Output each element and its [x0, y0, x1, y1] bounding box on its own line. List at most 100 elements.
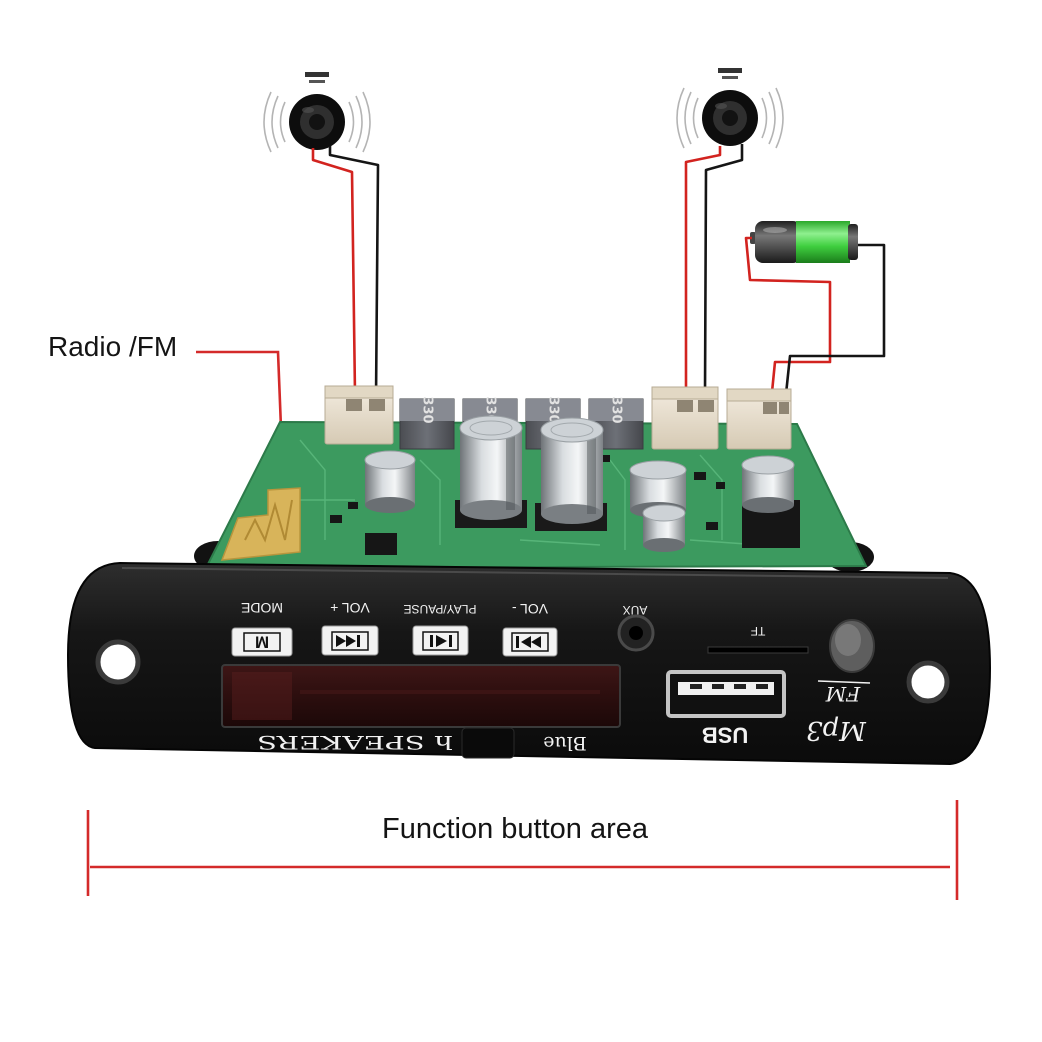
capacitor-body: [541, 430, 603, 514]
usb-port: [666, 670, 786, 718]
display-window: [221, 664, 621, 728]
vol-minus-label: VOL -: [512, 601, 548, 617]
inductor-top: [589, 399, 643, 421]
left-speaker-wires: [311, 146, 380, 399]
sound-wave: [263, 91, 272, 153]
mode-m-icon: M: [255, 633, 269, 652]
capacitor-body: [460, 428, 522, 510]
left-speaker-negative-wire: [328, 146, 380, 399]
speaker-tag-mark: [722, 76, 738, 79]
smd-part: [716, 482, 725, 489]
usb-contact: [690, 684, 702, 689]
smd-part: [706, 522, 718, 530]
capacitor-bottom: [643, 538, 685, 552]
mounting-hole-right: [906, 660, 950, 704]
speaker-icon: [702, 68, 758, 146]
sound-wave: [362, 91, 371, 153]
usb-contact: [712, 684, 724, 689]
logo-fm-underline: [817, 680, 871, 684]
function-button-area-label: Function button area: [382, 813, 649, 845]
bluetooth-antenna: [220, 487, 301, 561]
aux-jack: [617, 614, 655, 652]
left-speaker-sound-waves: [263, 91, 371, 153]
brand-text-right: Blue: [543, 732, 587, 754]
icon-bar: [357, 635, 360, 647]
mode-button: M: [231, 627, 293, 657]
smd-part: [600, 455, 610, 462]
button-icon-frame: [511, 632, 549, 652]
right-speaker: [676, 68, 784, 149]
display-reflection: [232, 672, 292, 720]
function-button-area-annotation: Function button area: [86, 800, 959, 900]
trace: [609, 459, 626, 550]
battery-end-cap: [848, 224, 858, 260]
play-pause-icon: [430, 635, 452, 647]
antenna-trace: [244, 499, 293, 543]
bluetooth-module-tab: [461, 727, 515, 759]
capacitor-vent: [469, 420, 513, 436]
connector-slot: [677, 400, 693, 412]
capacitor-top: [459, 415, 523, 441]
speaker-highlight: [715, 103, 727, 109]
display-reflection: [300, 690, 600, 694]
icon-triangle: [531, 636, 541, 648]
play-pause-label: PLAY/PAUSE: [404, 602, 477, 616]
front-panel-highlight: [121, 567, 949, 579]
connector-slot: [763, 402, 777, 414]
battery-negative-wire: [784, 243, 886, 395]
antenna-pad: [220, 487, 301, 561]
radio-fm-label: Radio /FM: [48, 331, 177, 362]
capacitor-top: [642, 504, 686, 522]
speaker-dust-cap: [722, 110, 738, 126]
right-speaker-connector: [651, 386, 719, 450]
icon-triangle: [521, 636, 531, 648]
trace: [419, 459, 441, 545]
inductor-label: 330: [420, 396, 435, 423]
tf-label: TF: [751, 624, 766, 638]
icon-bar: [430, 635, 433, 647]
inductor-label: 330: [546, 396, 561, 423]
vol-plus-button: [321, 625, 379, 656]
battery-positive-wire: [744, 236, 832, 393]
smd-part: [348, 502, 358, 509]
ir-receiver: [829, 619, 875, 673]
battery-green-body: [796, 221, 850, 263]
radio-fm-annotation: Radio /FM: [48, 331, 283, 429]
button-cap: [231, 627, 293, 657]
usb-contact: [756, 684, 768, 689]
usb-contact: [734, 684, 746, 689]
connector-slot: [369, 399, 385, 411]
inductor-top: [400, 399, 454, 421]
smd-part: [330, 515, 342, 523]
small-capacitor: [364, 450, 416, 513]
connector-slot: [346, 399, 362, 411]
smd-part: [694, 472, 706, 480]
right-speaker-positive-wire: [684, 146, 722, 392]
speaker-tag-mark: [305, 72, 329, 77]
capacitor-bottom: [365, 497, 415, 513]
sound-wave: [279, 101, 286, 143]
button-icon-frame: [331, 631, 369, 651]
icon-triangle: [436, 635, 447, 647]
inductor-top: [526, 399, 580, 421]
front-panel: MODE VOL + PLAY/PAUSE VOL - M: [66, 561, 992, 766]
sound-wave: [692, 97, 699, 139]
button-icon-frame: [243, 632, 281, 652]
button-icon-frame: [422, 631, 459, 651]
usb-label: USB: [702, 723, 748, 748]
icon-triangle: [336, 635, 346, 647]
sound-wave: [348, 101, 355, 143]
ic-chip: [365, 533, 397, 555]
trace: [699, 454, 723, 540]
mounting-hole-left: [95, 639, 141, 685]
aux-jack-hole: [629, 626, 643, 640]
radio-fm-leader-line: [196, 350, 283, 429]
large-capacitor: [459, 415, 523, 520]
left-speaker: [263, 72, 371, 153]
pcb-traces: [299, 439, 761, 550]
capacitor-top: [540, 417, 604, 443]
brand-text-left: h SPEAKERS: [257, 731, 453, 753]
inductor-top: [463, 399, 517, 421]
battery-shine: [763, 227, 787, 233]
